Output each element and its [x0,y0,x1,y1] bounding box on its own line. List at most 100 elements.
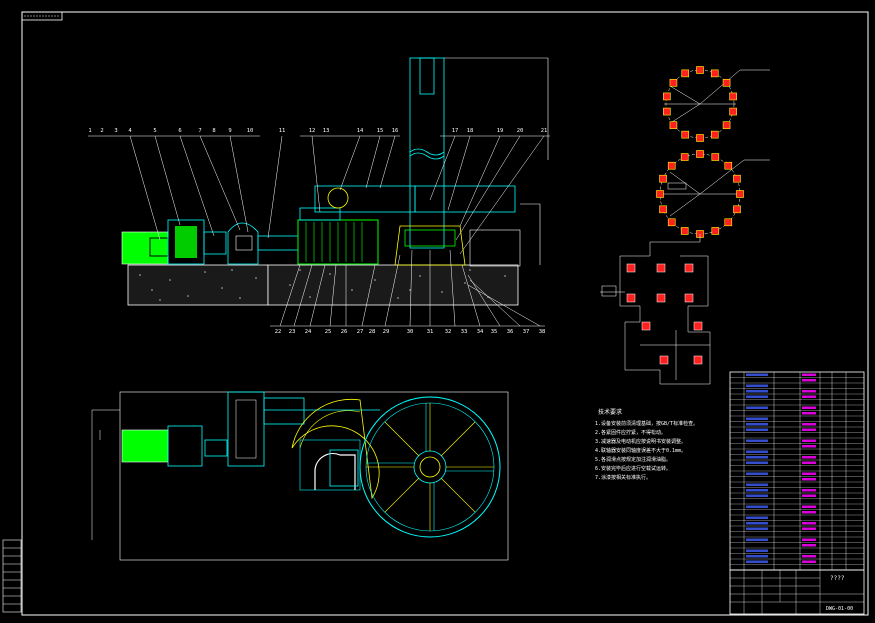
bolt-marker [711,227,720,235]
bolt-marker [667,218,676,227]
parts-row-mark [746,538,768,541]
bolt-marker [736,190,744,198]
balloon-number: 9 [228,128,231,134]
balloon-number: 24 [305,329,312,335]
bolt-circle-detail-upper [664,69,770,139]
parts-row-mark [746,505,768,508]
balloon-number: 15 [377,128,384,134]
plan-foundation-outline [119,391,509,561]
bolt-marker [696,134,704,142]
balloon-number: 16 [392,128,399,134]
parts-row-material [802,494,816,497]
parts-row-mark [746,472,768,475]
balloon-number: 27 [357,329,364,335]
bolt-marker [659,174,667,183]
parts-row-mark [746,494,768,497]
tech-line-5: 5.各润滑点按规定加注润滑油脂。 [595,456,671,463]
parts-row-mark [746,417,768,420]
parts-row-material [802,461,816,464]
parts-row-material [802,445,816,448]
foundation-block-right [267,264,519,306]
plan-gearbox [227,391,265,467]
bolt-marker [710,69,719,78]
balloon-number: 33 [461,329,468,335]
parts-row-mark [746,428,768,431]
balloon-number: 38 [539,329,546,335]
tech-requirements: 技术要求 1.设备安装前须清理基础，按GB/T标准检查。 2.各紧固件应拧紧，不… [595,408,698,481]
bolt-circle-detail-lower [659,153,770,235]
parts-row-material [802,412,816,415]
foundation-block-left [127,264,269,306]
bolt-marker [729,92,737,101]
bolt-marker [696,66,704,74]
title-mark: ???? [830,575,845,582]
parts-row-mark [746,384,768,387]
bolt-marker [733,174,741,183]
tech-line-4: 4.联轴器安装同轴度误差不大于0.1mm。 [595,447,686,454]
balloon-number: 18 [467,128,474,134]
balloon-number: 8 [212,128,215,134]
parts-row-material [802,505,816,508]
parts-row-material [802,456,816,459]
parts-row-material [802,472,816,475]
bolt-marker [729,107,737,116]
parts-row-mark [746,516,768,519]
balloon-number: 2 [100,128,103,134]
balloon-number: 35 [491,329,498,335]
plan-reducer [167,425,203,467]
bolt-marker [663,92,671,101]
drawing-code: DWG-01-00 [826,606,853,612]
plan-sector [291,398,380,500]
parts-list-table [729,371,865,571]
balloon-number: 25 [325,329,332,335]
parts-row-mark [746,390,768,393]
bolt-marker [659,205,667,214]
bolt-markers-upper [663,66,737,142]
parts-row-material [802,395,816,398]
parts-row-mark [746,406,768,409]
tech-heading: 技术要求 [598,408,622,416]
parts-row-material [802,527,816,530]
bolt-marker [733,205,741,214]
tech-line-6: 6.安装完毕后应进行空载试运转。 [595,465,671,472]
parts-row-material [802,406,816,409]
bolt-marker [681,69,690,78]
parts-row-material [802,439,816,442]
parts-row-material [802,555,816,558]
bolt-marker [681,130,690,139]
balloon-number: 34 [477,329,484,335]
parts-row-mark [746,423,768,426]
anchor-bolt-layout [600,234,711,385]
coupling [203,231,227,255]
vertical-column [409,57,445,249]
bolt-marker [669,121,678,129]
balloon-number: 37 [523,329,530,335]
parts-row-mark [746,461,768,464]
anchor-bolt-marks [626,263,703,365]
balloon-number: 19 [497,128,504,134]
balloon-number: 20 [517,128,524,134]
parts-row-material [802,423,816,426]
sheet-border [21,11,869,616]
parts-row-material [802,544,816,547]
balloon-number: 11 [279,128,286,134]
balloon-number: 4 [128,128,132,134]
balloon-number: 13 [323,128,330,134]
balloon-number: 30 [407,329,414,335]
tech-line-3: 3.减速器及电动机应按说明书安装调整。 [595,438,686,445]
bolt-marker [669,79,678,87]
tech-line-2: 2.各紧固件应拧紧，不得松动。 [595,429,666,436]
brake-shaft [257,235,299,251]
balloon-number: 7 [198,128,201,134]
parts-row-material [802,538,816,541]
tech-line-1: 1.设备安装前须清理基础，按GB/T标准检查。 [595,420,698,427]
parts-row-mark [746,560,768,563]
parts-row-mark [746,395,768,398]
parts-row-mark [746,450,768,453]
balloon-number: 6 [178,128,181,134]
parts-row-mark [746,439,768,442]
parts-row-mark [746,522,768,525]
